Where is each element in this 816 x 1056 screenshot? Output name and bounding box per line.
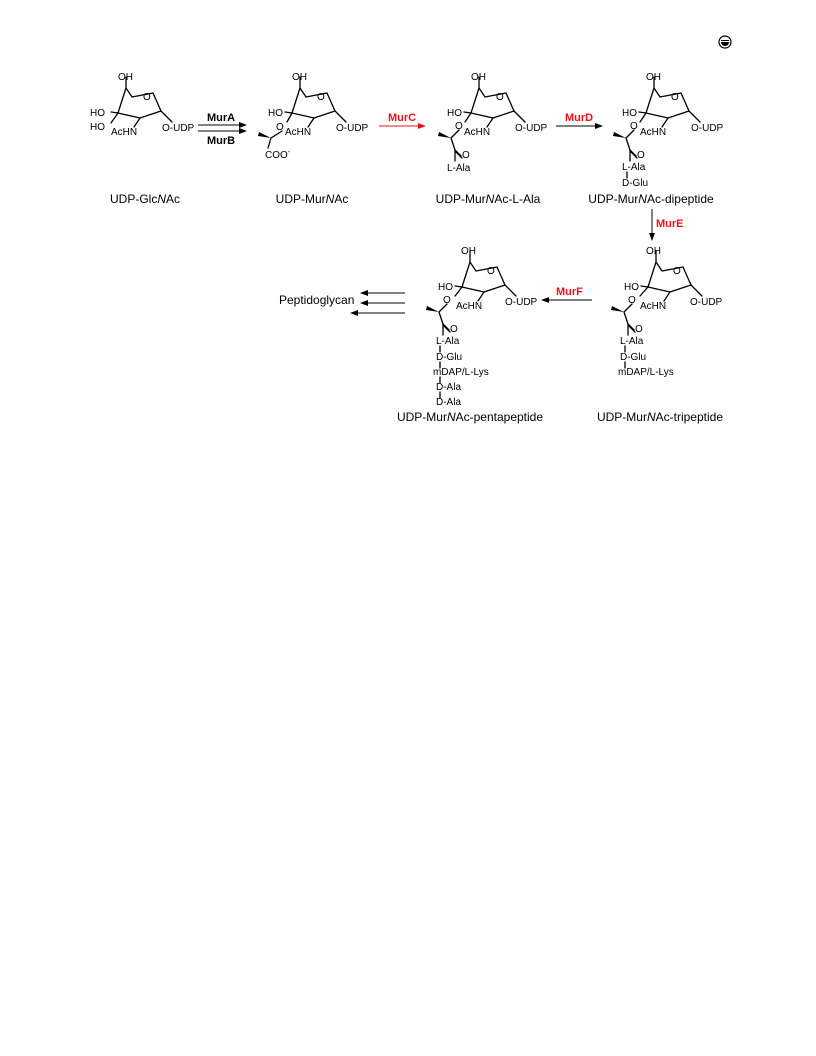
peptide-l-ala: L-Ala	[436, 336, 460, 347]
atom-oudp: O-UDP	[691, 123, 724, 134]
enzyme-murf: MurF	[556, 286, 583, 298]
compound-udp-murnac-dipeptide: UDP-MurNAc-dipeptide	[588, 192, 714, 206]
atom-achn: AcHN	[464, 127, 490, 138]
enzyme-murd: MurD	[565, 112, 593, 124]
atom-oh: OH	[118, 72, 133, 83]
peptide-d-glu: D-Glu	[620, 352, 646, 363]
atom-oudp: O-UDP	[162, 123, 195, 134]
atom-ho: HO	[622, 108, 637, 119]
structure-udp-glcnac: OH O HO HO AcHN O-UDP	[90, 72, 195, 138]
structure-udp-murnac-pentapeptide: OH O HO O AcHN O-UDP O L-Ala D-Glu mDAP/…	[426, 246, 538, 408]
structure-udp-murnac: OH O HO O AcHN O-UDP COO-	[258, 72, 369, 161]
atom-ether-o: O	[276, 122, 284, 133]
atom-achn: AcHN	[640, 127, 666, 138]
enzyme-mure: MurE	[656, 218, 684, 230]
atom-achn: AcHN	[640, 301, 666, 312]
atom-oh: OH	[461, 246, 476, 257]
atom-ether-o: O	[628, 295, 636, 306]
atom-ether-o: O	[630, 121, 638, 132]
atom-oh: OH	[646, 72, 661, 83]
atom-ring-o: O	[671, 92, 679, 103]
open-access-icon	[718, 35, 732, 49]
peptide-d-ala: D-Ala	[436, 382, 461, 393]
atom-ho: HO	[624, 282, 639, 293]
atom-achn: AcHN	[456, 301, 482, 312]
peptide-d-glu: D-Glu	[622, 178, 648, 189]
atom-carbonyl-o: O	[637, 150, 645, 161]
peptide-d-glu: D-Glu	[436, 352, 462, 363]
atom-carbonyl-o: O	[635, 324, 643, 335]
atom-ring-o: O	[673, 266, 681, 277]
compound-udp-murnac-tripeptide: UDP-MurNAc-tripeptide	[597, 410, 723, 424]
atom-carbonyl-o: O	[450, 324, 458, 335]
atom-ring-o: O	[487, 266, 495, 277]
atom-ho: HO	[447, 108, 462, 119]
atom-carbonyl-o: O	[462, 150, 470, 161]
enzyme-murb: MurB	[207, 135, 235, 147]
atom-oudp: O-UDP	[505, 297, 538, 308]
compound-udp-glcnac: UDP-GlcNAc	[110, 192, 180, 206]
enzyme-mura: MurA	[207, 112, 235, 124]
peptide-d-ala: D-Ala	[436, 397, 461, 408]
atom-achn: AcHN	[111, 127, 137, 138]
atom-oh: OH	[471, 72, 486, 83]
peptide-mdap-l-lys: mDAP/L-Lys	[618, 367, 674, 378]
product-peptidoglycan: Peptidoglycan	[279, 293, 354, 307]
atom-ring-o: O	[317, 92, 325, 103]
atom-oudp: O-UDP	[336, 123, 369, 134]
peptide-l-ala: L-Ala	[447, 163, 471, 174]
atom-ether-o: O	[443, 295, 451, 306]
enzyme-murc: MurC	[388, 112, 416, 124]
peptide-l-ala: L-Ala	[622, 162, 646, 173]
atom-carboxylate: COO-	[265, 149, 291, 161]
atom-ho: HO	[90, 108, 105, 119]
peptide-mdap-l-lys: mDAP/L-Lys	[433, 367, 489, 378]
atom-oh: OH	[292, 72, 307, 83]
compound-udp-murnac-pentapeptide: UDP-MurNAc-pentapeptide	[397, 410, 543, 424]
atom-ether-o: O	[455, 121, 463, 132]
structure-udp-murnac-tripeptide: OH O HO O AcHN O-UDP O L-Ala D-Glu mDAP/…	[611, 246, 723, 378]
atom-ring-o: O	[143, 92, 151, 103]
atom-achn: AcHN	[285, 127, 311, 138]
atom-ring-o: O	[496, 92, 504, 103]
atom-oh: OH	[646, 246, 661, 257]
atom-oudp: O-UDP	[515, 123, 548, 134]
compound-udp-murnac: UDP-MurNAc	[276, 192, 349, 206]
peptide-l-ala: L-Ala	[620, 336, 644, 347]
atom-ho: HO	[90, 122, 105, 133]
structure-udp-murnac-dipeptide: OH O HO O AcHN O-UDP O L-Ala D-Glu	[613, 72, 724, 189]
compound-udp-murnac-l-ala: UDP-MurNAc-L-Ala	[436, 192, 541, 206]
atom-ho: HO	[438, 282, 453, 293]
atom-ho: HO	[268, 108, 283, 119]
atom-oudp: O-UDP	[690, 297, 723, 308]
structure-udp-murnac-l-ala: OH O HO O AcHN O-UDP O L-Ala	[438, 72, 548, 174]
